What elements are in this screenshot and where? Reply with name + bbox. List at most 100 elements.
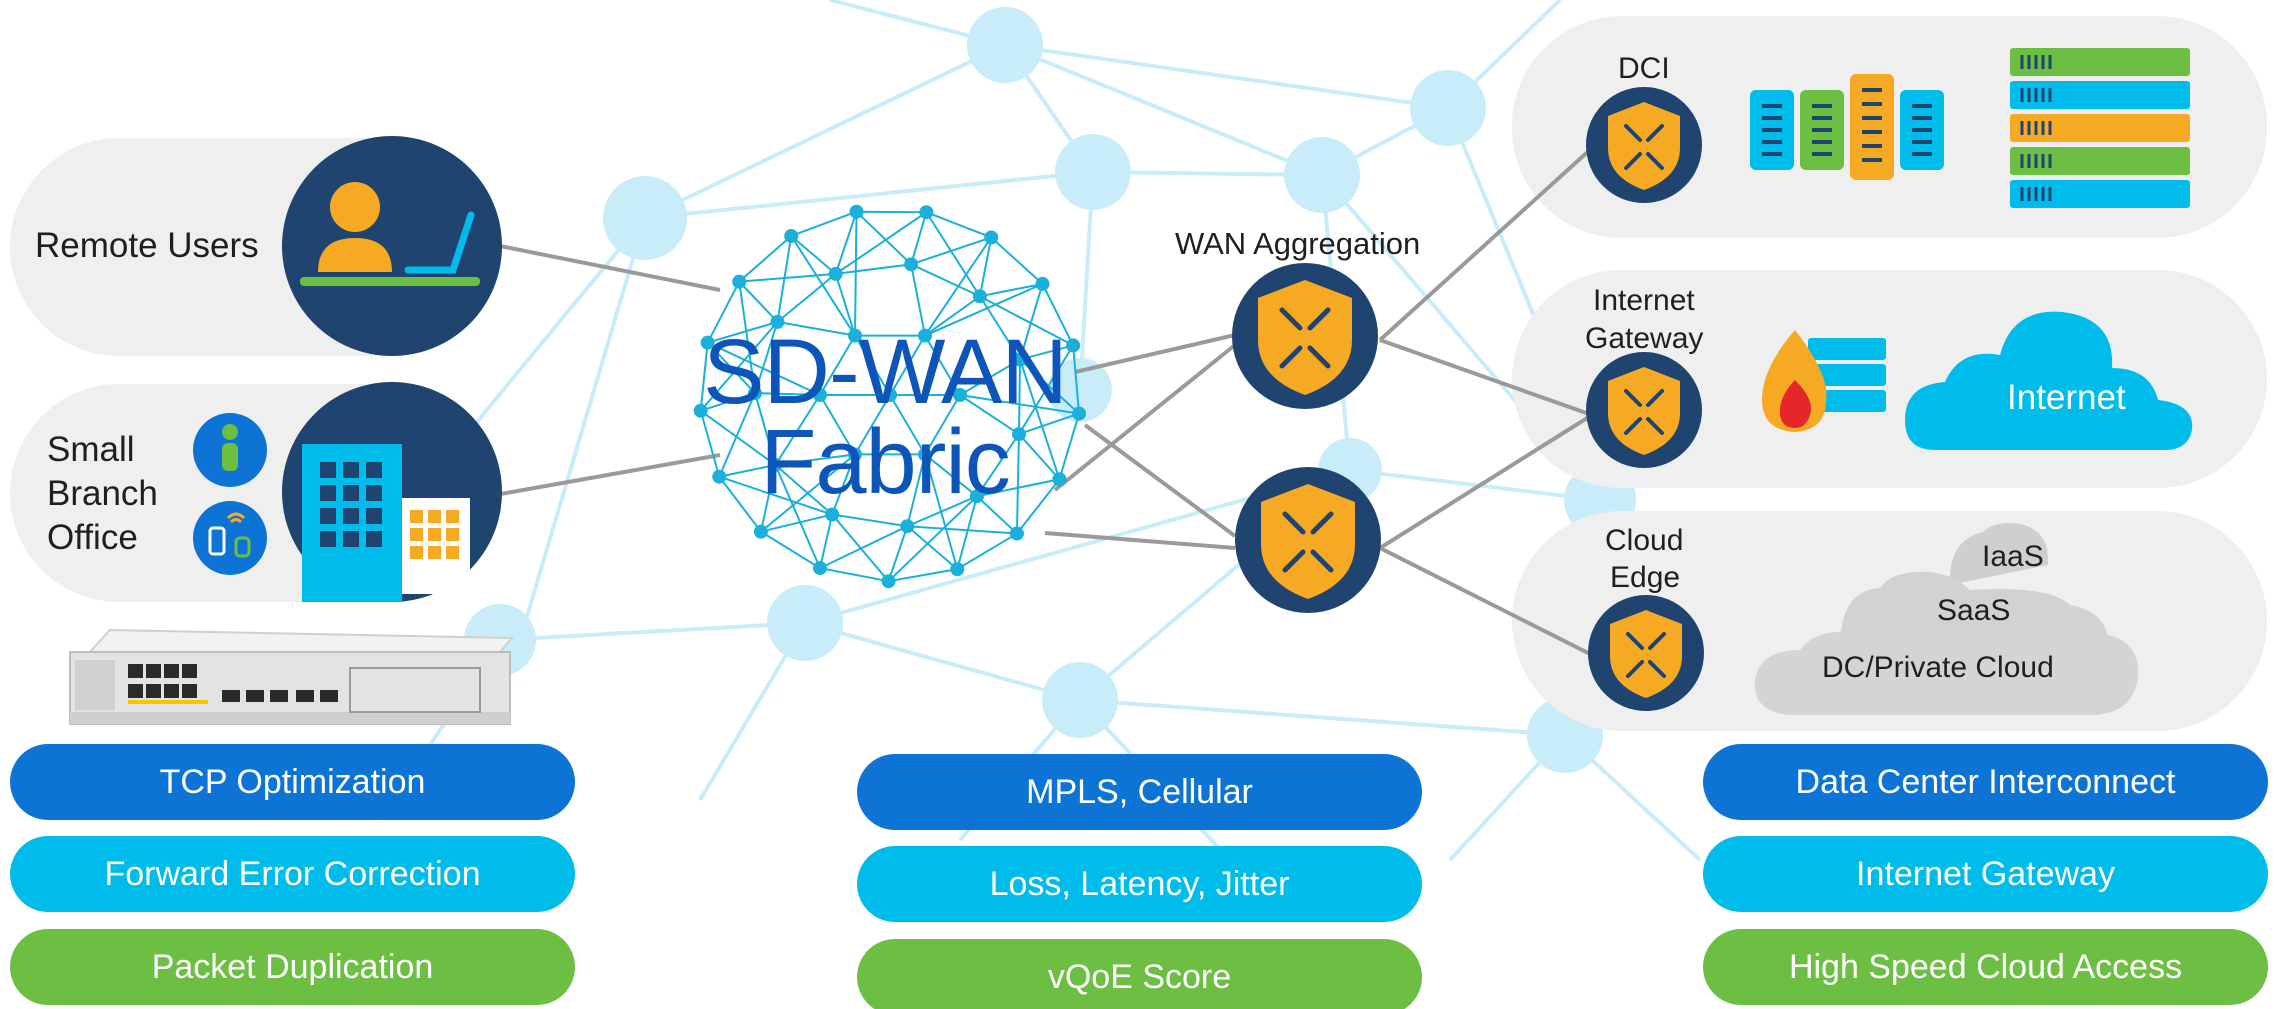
- fabric-edge: [854, 211, 858, 336]
- fabric-edge: [819, 514, 834, 569]
- fabric-edge: [707, 341, 821, 396]
- dci-label: DCI: [1618, 52, 1670, 85]
- fabric-edge: [1018, 344, 1074, 435]
- fabric-edge: [855, 210, 912, 266]
- fabric-node: [1052, 472, 1067, 487]
- fabric-edge: [738, 281, 757, 394]
- person-device-icon: [193, 413, 267, 487]
- fabric-edge: [924, 295, 981, 337]
- fabric-node: [1011, 427, 1026, 442]
- fabric-edge: [906, 525, 958, 570]
- fabric-node: [813, 388, 827, 402]
- fabric-title-line1: SD-WAN: [703, 321, 1068, 423]
- feature-internet-gateway: Internet Gateway: [1703, 836, 2268, 912]
- fabric-edge: [959, 394, 1020, 435]
- fabric-edge: [699, 321, 779, 412]
- fabric-node: [828, 266, 843, 281]
- fabric-node: [848, 447, 862, 462]
- fabric-edge: [1016, 478, 1061, 535]
- fabric-edge: [790, 235, 837, 275]
- fabric-edge: [706, 341, 756, 394]
- fabric-node: [732, 274, 747, 289]
- fabric-edge: [959, 394, 1080, 415]
- fabric-edge: [759, 464, 777, 532]
- fabric-edge: [754, 321, 779, 394]
- fabric-edge: [887, 525, 909, 582]
- feature-forward-error-correction: Forward Error Correction: [10, 836, 575, 912]
- feature-data-center-interconnect: Data Center Interconnect: [1703, 744, 2268, 820]
- fabric-edge: [760, 453, 856, 533]
- fabric-edge: [819, 335, 856, 396]
- fabric-edge: [776, 273, 837, 323]
- fabric-edge: [775, 453, 856, 466]
- cloud-edge-router-icon: [1588, 595, 1704, 711]
- server-tower-icon: [1750, 74, 1944, 180]
- fabric-edge: [760, 530, 821, 569]
- fabric-node: [918, 447, 932, 462]
- fabric-edge: [754, 392, 777, 466]
- small-branch-label-1: Small: [47, 430, 135, 469]
- fabric-node: [712, 469, 727, 484]
- fabric-edge: [889, 335, 926, 396]
- link-wan2-inet: [1378, 413, 1594, 550]
- fabric-edge: [1072, 345, 1081, 414]
- feature-loss-latency-jitter: Loss, Latency, Jitter: [857, 846, 1422, 922]
- fabric-edge: [906, 454, 926, 527]
- fabric-node: [918, 328, 932, 343]
- fabric-node: [784, 228, 799, 243]
- link-fabric-wan1b: [1053, 343, 1237, 492]
- fabric-node: [984, 230, 999, 245]
- fabric-edge: [854, 394, 891, 455]
- dci-router-icon: [1586, 87, 1702, 203]
- fabric-edge: [978, 237, 993, 297]
- link-wan1-inet: [1379, 338, 1593, 417]
- fabric-edge: [831, 454, 856, 515]
- fabric-sphere: [693, 204, 1087, 589]
- link-fabric-wan2: [1083, 423, 1237, 538]
- cloud-icon: [1905, 311, 2193, 450]
- saas-label: SaaS: [1937, 594, 2011, 627]
- fabric-edge: [835, 263, 912, 275]
- fabric-node: [1009, 526, 1024, 541]
- fabric-edge: [924, 394, 961, 455]
- firewall-icon: [1762, 330, 1886, 432]
- fabric-edge: [888, 568, 958, 583]
- fabric-edge: [924, 453, 978, 498]
- fabric-edge: [924, 236, 993, 337]
- small-branch-label-3: Office: [47, 518, 138, 557]
- fabric-node: [770, 314, 785, 329]
- fabric-edge: [700, 392, 756, 412]
- internet-cloud-label: Internet: [2007, 378, 2126, 417]
- fabric-node: [1013, 352, 1028, 367]
- cloud-edge-label-1: Cloud: [1605, 524, 1684, 557]
- fabric-node: [825, 507, 840, 522]
- fabric-edge: [700, 409, 776, 466]
- grey-clouds-icon: [1754, 523, 2139, 715]
- fabric-edge: [979, 295, 1074, 347]
- fabric-edge: [924, 454, 959, 570]
- fabric-edge: [819, 394, 856, 455]
- link-fabric-wan1: [1074, 333, 1236, 374]
- fabric-edge: [1041, 283, 1075, 346]
- person-laptop-icon: [282, 136, 502, 356]
- feature-vqoe-score: vQoE Score: [857, 939, 1422, 1009]
- fabric-edge: [976, 433, 1020, 497]
- internet-gateway-router-icon: [1586, 352, 1702, 468]
- fabric-node: [753, 524, 768, 539]
- fabric-edge: [925, 211, 992, 239]
- iaas-label: IaaS: [1982, 540, 2044, 573]
- fabric-node: [700, 335, 715, 350]
- fabric-node: [919, 205, 934, 220]
- wan-router-shield-icon-1: [1232, 263, 1378, 409]
- link-wan2-cloud: [1379, 546, 1593, 657]
- fabric-edge: [774, 464, 821, 569]
- internet-gateway-label-1: Internet: [1593, 284, 1695, 317]
- fabric-edge: [1019, 359, 1061, 480]
- fabric-edge: [832, 513, 908, 528]
- link-branch: [494, 453, 721, 497]
- link-wan1-dci: [1378, 146, 1594, 342]
- router-hardware: [69, 628, 515, 725]
- fabric-node: [881, 574, 896, 589]
- fabric-title-line2: Fabric: [760, 411, 1011, 513]
